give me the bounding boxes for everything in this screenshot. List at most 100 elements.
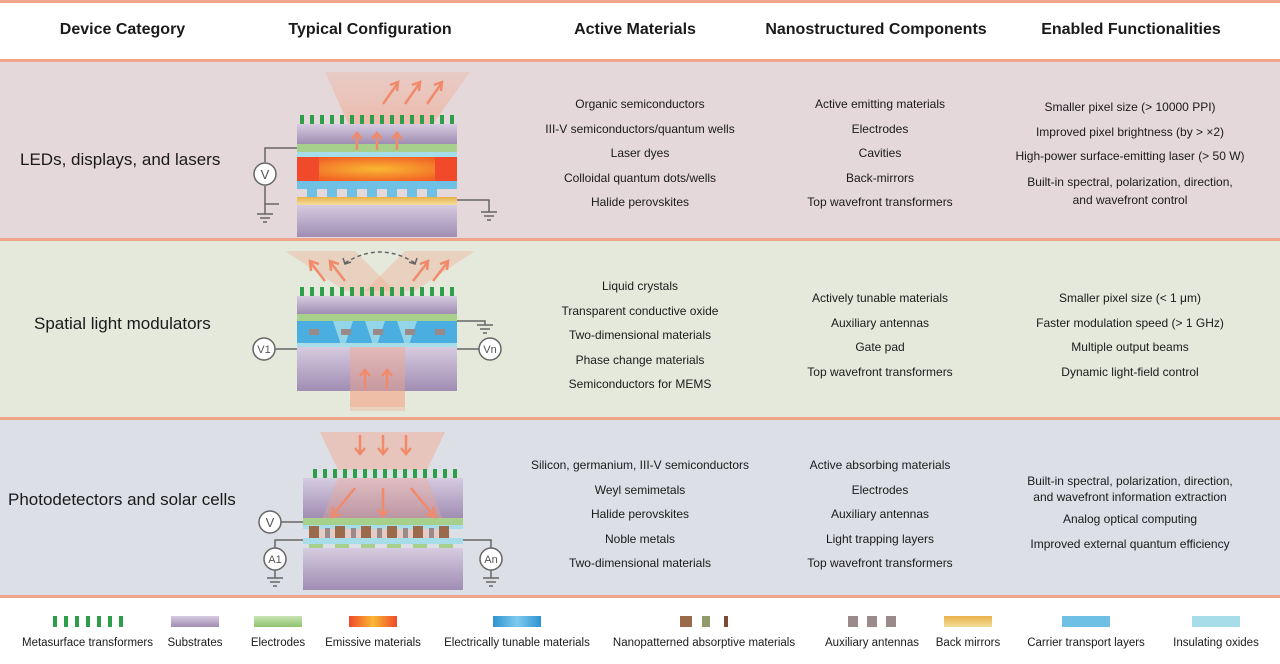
legend-label: Back mirrors xyxy=(935,637,1001,649)
component-item: Gate pad xyxy=(855,340,905,354)
component-item: Actively tunable materials xyxy=(811,291,949,305)
legend: Metasurface transformers Substrates Elec… xyxy=(0,616,1280,664)
emissive-swatch xyxy=(349,616,397,627)
function-item: Smaller pixel size (< 1 μm) xyxy=(1059,291,1201,305)
component-item: Top wavefront transformers xyxy=(807,364,953,379)
electrode-swatch xyxy=(254,616,302,627)
insulating-swatch xyxy=(1192,616,1240,627)
material-item: Noble metals xyxy=(604,531,676,546)
legend-label: Electrodes xyxy=(250,637,306,649)
functionalities-list: Smaller pixel size (< 1 μm) Faster modul… xyxy=(1010,286,1250,384)
legend-label: Emissive materials xyxy=(325,637,421,649)
legend-item-metasurface: Metasurface transformers xyxy=(10,616,165,649)
component-item: Electrodes xyxy=(851,482,909,497)
legend-item-insulating: Insulating oxides xyxy=(1160,616,1272,649)
header-enabled-functionalities: Enabled Functionalities xyxy=(1041,21,1221,38)
function-item: Dynamic light-field control xyxy=(1061,364,1199,379)
category-label: Photodetectors and solar cells xyxy=(8,490,236,509)
voltage-label-vn: Vn xyxy=(483,344,496,356)
function-item: Improved external quantum efficiency xyxy=(1030,536,1230,551)
material-item: Two-dimensional materials xyxy=(568,556,712,570)
component-item: Electrodes xyxy=(851,121,909,136)
voltage-label-v1: V1 xyxy=(257,344,270,356)
material-item: III-V semiconductors/quantum wells xyxy=(545,121,735,136)
legend-item-back-mirrors: Back mirrors xyxy=(930,616,1006,649)
component-item: Auxiliary antennas xyxy=(830,315,930,330)
transport-swatch xyxy=(1062,616,1110,627)
material-item: Silicon, germanium, III-V semiconductors xyxy=(530,458,750,472)
active-materials-list: Silicon, germanium, III-V semiconductors… xyxy=(510,453,770,576)
legend-item-absorptive: Nanopatterned absorptive materials xyxy=(604,616,804,649)
function-item: Analog optical computing xyxy=(1062,512,1198,526)
function-item: Multiple output beams xyxy=(1071,340,1189,354)
material-item: Two-dimensional materials xyxy=(568,328,712,342)
function-item: Improved pixel brightness (by > ×2) xyxy=(1035,124,1225,139)
legend-label: Carrier transport layers xyxy=(1027,637,1145,649)
category-label: LEDs, displays, and lasers xyxy=(20,150,221,169)
functionalities-list: Built-in spectral, polarization, directi… xyxy=(1010,473,1250,556)
function-item: High-power surface-emitting laser (> 50 … xyxy=(1015,149,1245,163)
header-typical-configuration: Typical Configuration xyxy=(288,21,452,38)
component-item: Top wavefront transformers xyxy=(807,556,953,570)
substrate-swatch xyxy=(171,616,219,627)
legend-item-substrates: Substrates xyxy=(160,616,230,649)
legend-label: Substrates xyxy=(167,637,223,649)
material-item: Laser dyes xyxy=(610,146,670,160)
material-item: Halide perovskites xyxy=(590,507,690,521)
category-label: Spatial light modulators xyxy=(34,314,211,333)
absorptive-swatch xyxy=(680,616,728,627)
function-item: Smaller pixel size (> 10000 PPI) xyxy=(1044,100,1216,114)
legend-label: Insulating oxides xyxy=(1173,637,1259,649)
legend-item-emissive: Emissive materials xyxy=(318,616,428,649)
legend-label: Auxiliary antennas xyxy=(825,637,919,649)
material-item: Colloidal quantum dots/wells xyxy=(563,170,717,185)
row-slm: Spatial light modulators V1 xyxy=(0,238,1280,419)
legend-item-antennas: Auxiliary antennas xyxy=(818,616,926,649)
header-nanostructured-components: Nanostructured Components xyxy=(765,21,987,38)
function-item: and wavefront information extraction xyxy=(1033,490,1227,504)
material-item: Halide perovskites xyxy=(590,195,690,209)
functionalities-list: Smaller pixel size (> 10000 PPI) Improve… xyxy=(1010,95,1250,209)
component-item: Active absorbing materials xyxy=(809,458,951,472)
legend-label: Metasurface transformers xyxy=(21,637,153,649)
component-item: Light trapping layers xyxy=(825,531,935,546)
ammeter-label-a1: A1 xyxy=(268,554,281,566)
slm-configuration-diagram: V1 Vn xyxy=(252,251,502,411)
components-list: Active emitting materials Electrodes Cav… xyxy=(770,92,990,215)
component-item: Active emitting materials xyxy=(814,97,946,111)
component-item: Auxiliary antennas xyxy=(830,507,930,521)
active-materials-list: Liquid crystals Transparent conductive o… xyxy=(520,274,760,397)
material-item: Weyl semimetals xyxy=(594,482,686,497)
material-item: Semiconductors for MEMS xyxy=(568,377,712,391)
metasurface-swatch xyxy=(52,616,123,627)
component-item: Back-mirrors xyxy=(846,170,914,185)
components-list: Active absorbing materials Electrodes Au… xyxy=(770,453,990,576)
ammeter-label-an: An xyxy=(484,554,497,566)
voltage-label: V xyxy=(261,167,270,182)
header-active-materials: Active Materials xyxy=(574,21,696,38)
antenna-swatch xyxy=(848,616,896,627)
header-device-category: Device Category xyxy=(59,21,186,38)
row-leds: LEDs, displays, and lasers V xyxy=(0,59,1280,240)
tunable-swatch xyxy=(493,616,541,627)
legend-item-electrodes: Electrodes xyxy=(240,616,316,649)
legend-item-tunable: Electrically tunable materials xyxy=(436,616,598,649)
function-item: Built-in spectral, polarization, directi… xyxy=(1027,474,1233,488)
row-photodetectors: Photodetectors and solar cells xyxy=(0,417,1280,598)
function-item: Faster modulation speed (> 1 GHz) xyxy=(1036,315,1224,330)
table-header: Device Category Typical Configuration Ac… xyxy=(0,0,1280,60)
material-item: Liquid crystals xyxy=(601,279,679,293)
function-item: Built-in spectral, polarization, directi… xyxy=(1027,174,1233,189)
active-materials-list: Organic semiconductors III-V semiconduct… xyxy=(520,92,760,215)
material-item: Organic semiconductors xyxy=(575,97,705,111)
component-item: Cavities xyxy=(858,146,902,160)
material-item: Transparent conductive oxide xyxy=(561,303,719,318)
legend-label: Nanopatterned absorptive materials xyxy=(612,637,796,649)
led-configuration-diagram: V xyxy=(253,72,497,237)
photodetector-configuration-diagram: V A1 An xyxy=(258,432,503,590)
components-list: Actively tunable materials Auxiliary ant… xyxy=(770,286,990,384)
voltage-label: V xyxy=(266,515,275,530)
component-item: Top wavefront transformers xyxy=(807,195,953,209)
legend-label: Electrically tunable materials xyxy=(444,637,590,649)
function-item: and wavefront control xyxy=(1072,192,1188,207)
